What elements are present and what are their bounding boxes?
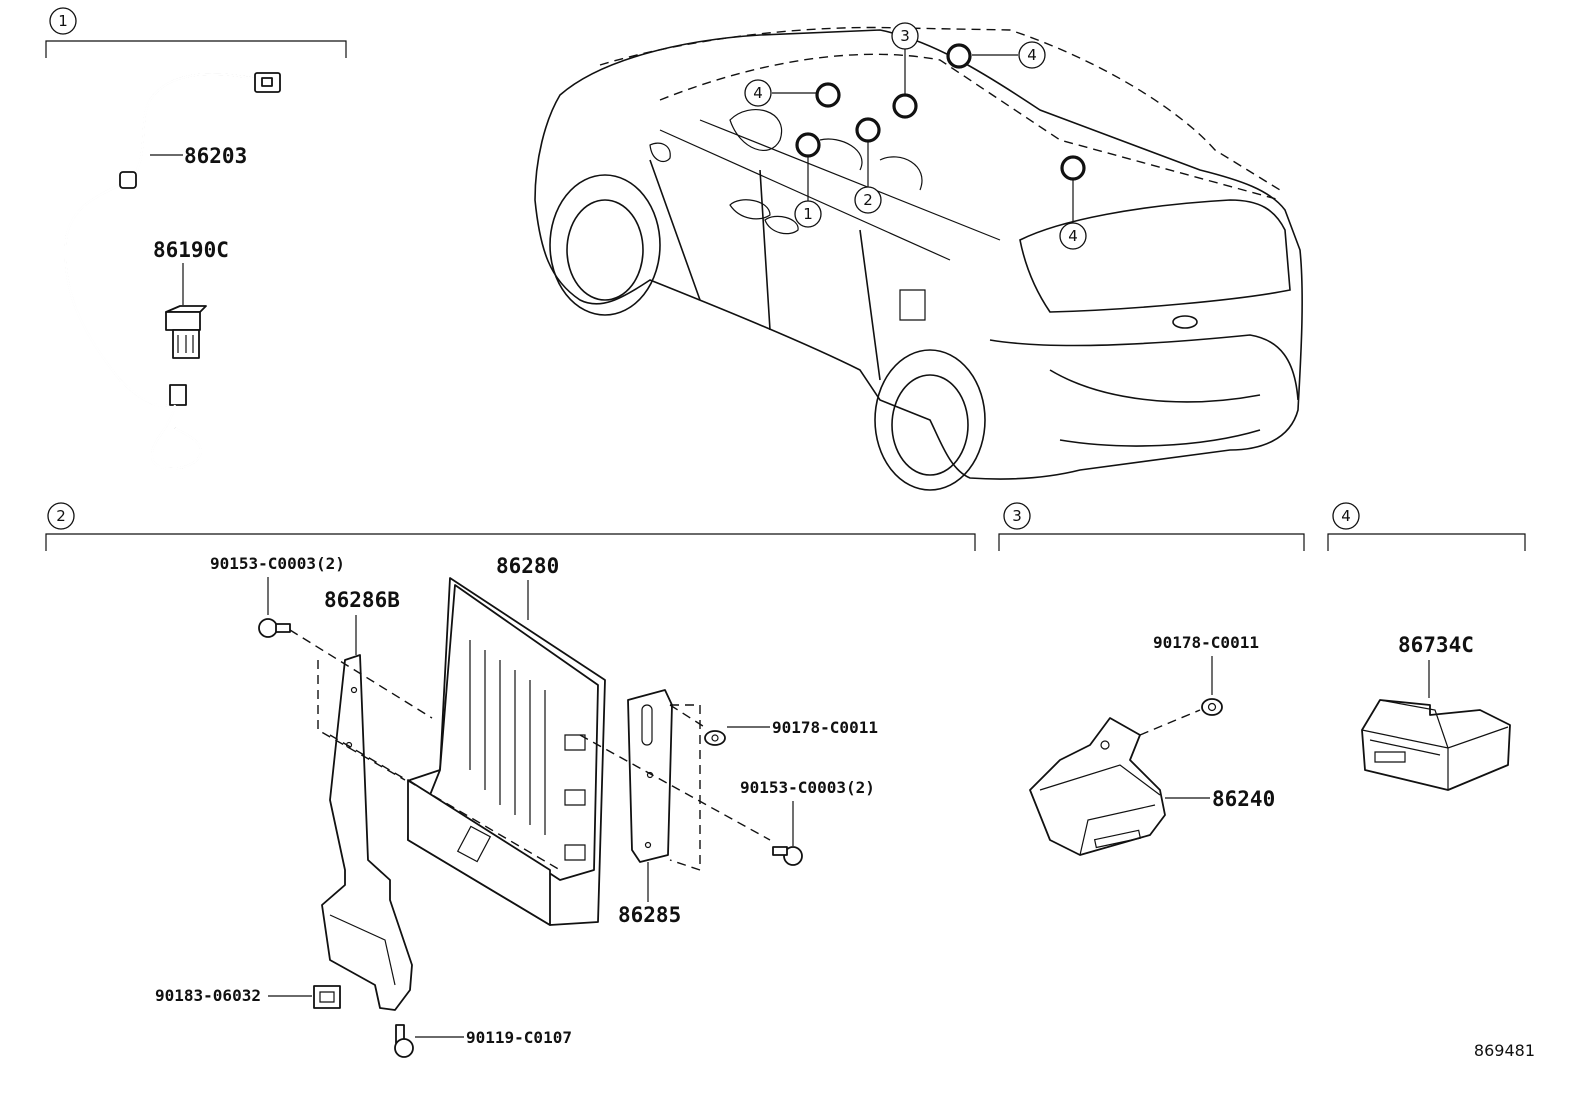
- bracket-86286B: [321, 654, 413, 1011]
- part-label-90178-C0011-group3[interactable]: 90178-C0011: [1153, 633, 1259, 652]
- clip-90178-group2: [704, 730, 726, 746]
- vehicle-callout-1: 1: [803, 205, 813, 223]
- module-86240: [1029, 717, 1166, 856]
- bolt-90153-lower: [772, 846, 803, 866]
- group-2-bracket: [45, 533, 976, 551]
- part-label-86240[interactable]: 86240: [1212, 787, 1275, 811]
- group-1: 1 86203 86190C: [45, 7, 347, 470]
- part-label-90153-C0003-lower[interactable]: 90153-C0003(2): [740, 778, 875, 797]
- group-3-number: 3: [1012, 507, 1022, 525]
- switch-86190C: [165, 305, 207, 359]
- part-label-86285[interactable]: 86285: [618, 903, 681, 927]
- vehicle-callout-4-roof: 4: [1027, 46, 1037, 64]
- bolt-90153-upper: [258, 618, 291, 638]
- diagram-id: 869481: [1474, 1041, 1535, 1060]
- vehicle-callout-2: 2: [863, 191, 873, 209]
- group-1-number: 1: [58, 12, 68, 30]
- group-4-number: 4: [1341, 507, 1351, 525]
- group-3-bracket: [998, 533, 1305, 551]
- vehicle-callout-3: 3: [900, 27, 910, 45]
- vehicle-callout-4-front: 4: [753, 84, 763, 102]
- group-2: 2 90153-C0003(2) 86286B 86280: [45, 502, 976, 1058]
- part-label-90178-C0011-group2[interactable]: 90178-C0011: [772, 718, 878, 737]
- bracket-86285: [627, 689, 673, 863]
- vehicle-illustration: 3 4 4 1 2 4: [534, 22, 1303, 491]
- part-label-90153-C0003-upper[interactable]: 90153-C0003(2): [210, 554, 345, 573]
- vehicle-callout-4-rear: 4: [1068, 227, 1078, 245]
- clip-90183: [313, 985, 341, 1009]
- group-1-bracket: [45, 40, 347, 58]
- part-label-86734C[interactable]: 86734C: [1398, 633, 1474, 657]
- module-86734C: [1361, 699, 1511, 791]
- amplifier-86280: [407, 577, 606, 926]
- group-4: 4 86734C: [1327, 502, 1526, 791]
- group-4-bracket: [1327, 533, 1526, 551]
- group-2-number: 2: [56, 507, 66, 525]
- bolt-90119: [394, 1024, 414, 1058]
- wire-harness: [64, 72, 281, 470]
- part-label-86190C[interactable]: 86190C: [153, 238, 229, 262]
- part-label-90183-06032[interactable]: 90183-06032: [155, 986, 261, 1005]
- part-label-86203[interactable]: 86203: [184, 144, 247, 168]
- part-label-86280[interactable]: 86280: [496, 554, 559, 578]
- part-label-86286B[interactable]: 86286B: [324, 588, 400, 612]
- group-3: 3 90178-C0011 86240: [998, 502, 1305, 856]
- clip-90178-group3: [1201, 698, 1223, 716]
- part-label-90119-C0107[interactable]: 90119-C0107: [466, 1028, 572, 1047]
